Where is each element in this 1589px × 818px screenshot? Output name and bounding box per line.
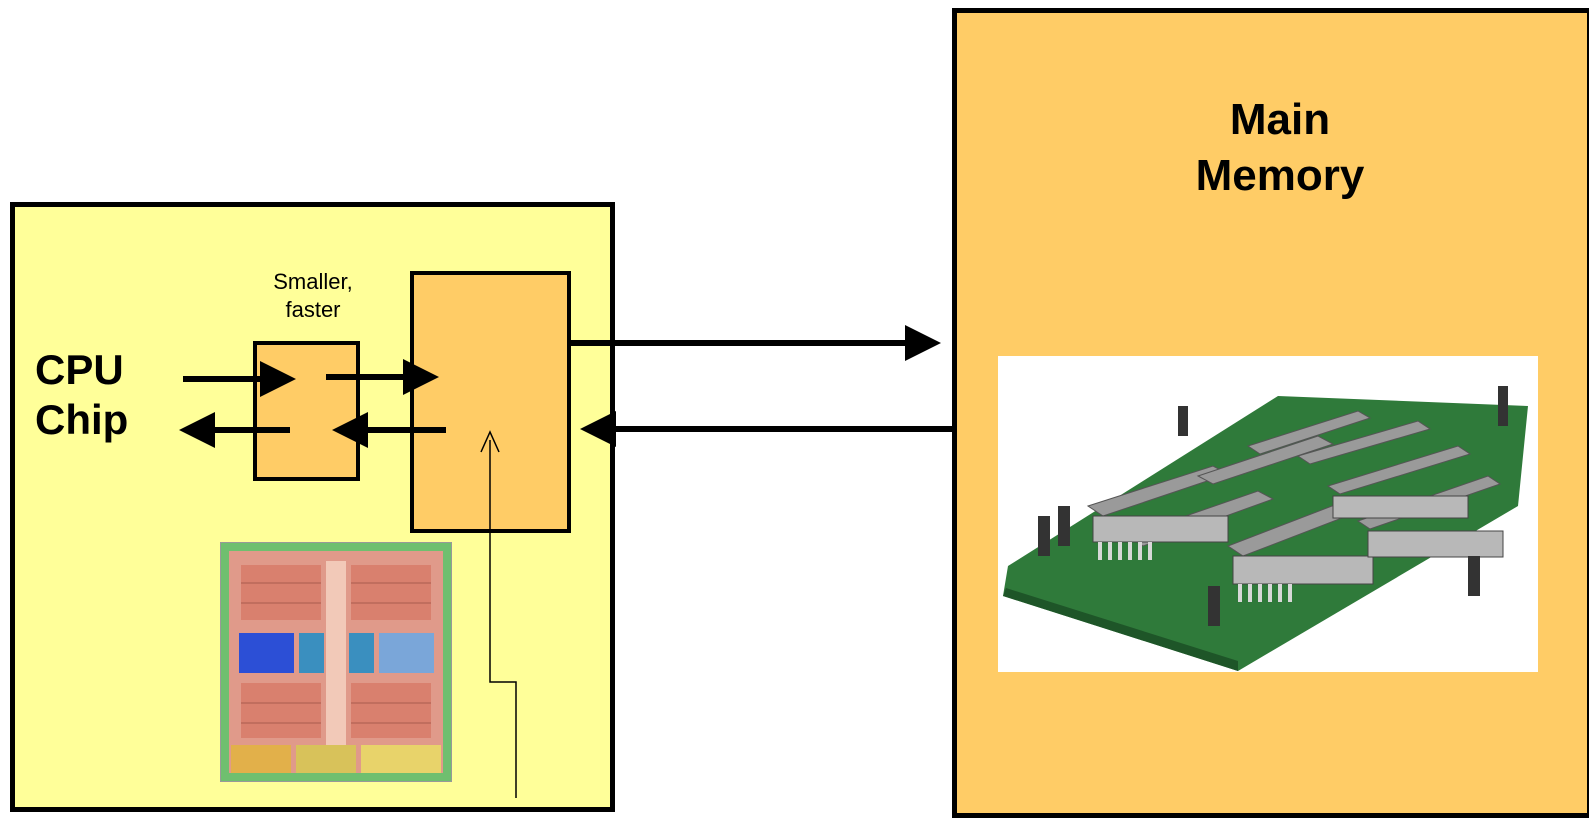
main-memory-title: Main Memory	[1155, 92, 1405, 204]
l1-caption-line1: Smaller,	[273, 269, 353, 294]
cpu-chip-label: CPU Chip	[35, 345, 128, 445]
cpu-label-line1: CPU	[35, 346, 124, 393]
cpu-label-line2: Chip	[35, 396, 129, 443]
cpu-die-image	[220, 542, 452, 782]
main-memory-title-line2: Memory	[1195, 151, 1365, 200]
l2-callout-arrowhead	[480, 430, 500, 453]
memory-module-image	[998, 356, 1538, 672]
connection-arrows	[179, 325, 952, 798]
l1-caption-line2: faster	[285, 297, 341, 322]
cpu-die-graphic	[221, 543, 451, 781]
memory-module-graphic	[1003, 386, 1528, 671]
main-memory-title-line1: Main	[1229, 95, 1331, 144]
l2-callout-line	[489, 440, 517, 798]
l1-caption: Smaller, faster	[248, 268, 378, 324]
